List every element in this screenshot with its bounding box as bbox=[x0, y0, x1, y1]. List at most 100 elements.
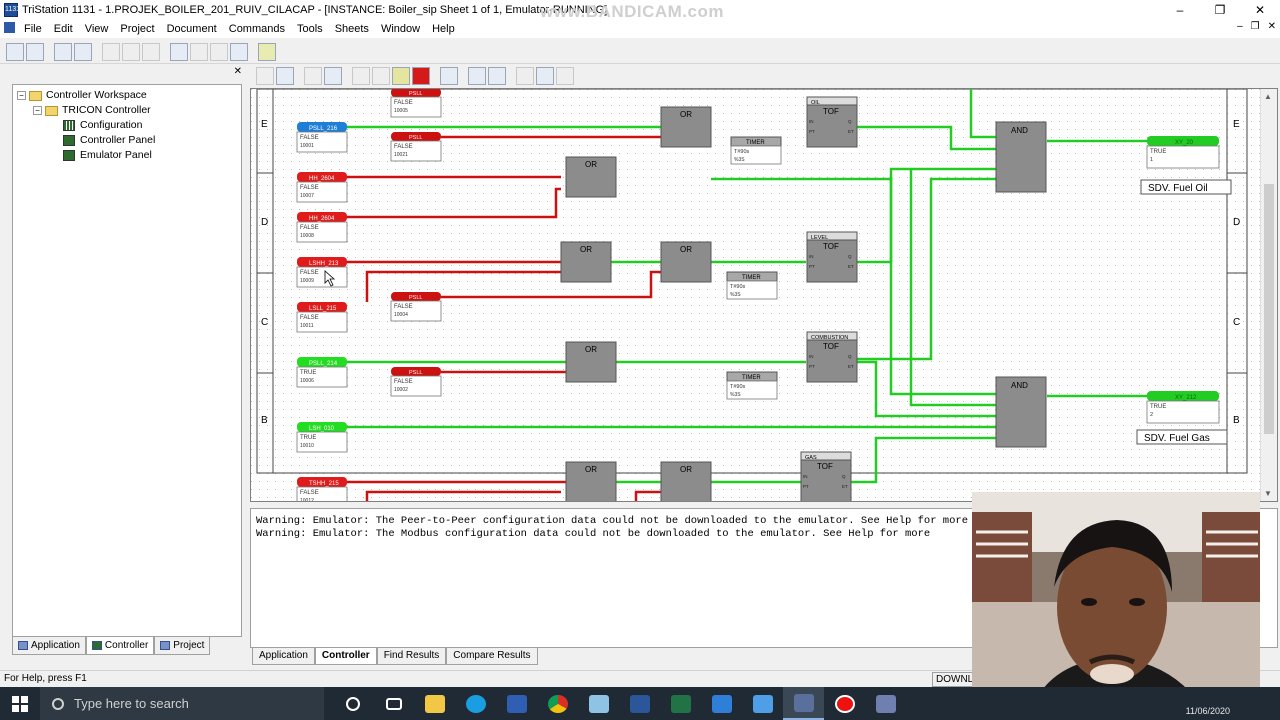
chrome-icon[interactable] bbox=[537, 687, 578, 720]
input-state: FALSE bbox=[300, 270, 319, 276]
edge-icon[interactable] bbox=[455, 687, 496, 720]
document-menu-icon[interactable] bbox=[0, 22, 18, 36]
tab-project[interactable]: Project bbox=[154, 637, 211, 655]
taskbar-search[interactable]: Type here to search bbox=[40, 687, 324, 720]
menu-help[interactable]: Help bbox=[432, 23, 455, 35]
bandicam-icon[interactable] bbox=[824, 687, 865, 720]
menu-tools[interactable]: Tools bbox=[297, 23, 323, 35]
tristation-icon[interactable] bbox=[783, 687, 824, 720]
close-panel-icon[interactable]: ✕ bbox=[233, 66, 242, 77]
sheet-row-label: D bbox=[261, 217, 268, 228]
build-icon[interactable] bbox=[230, 42, 248, 61]
timer-value-box bbox=[726, 280, 778, 300]
maximize-icon[interactable]: ❐ bbox=[1214, 3, 1226, 17]
tab-controller[interactable]: Controller bbox=[85, 637, 155, 655]
watch-icon[interactable] bbox=[324, 67, 342, 85]
previous-icon[interactable] bbox=[516, 67, 534, 85]
print-icon[interactable] bbox=[210, 42, 228, 61]
status-mode: DOWNL bbox=[932, 672, 978, 687]
tree-item-controller-workspace[interactable]: − Controller Workspace bbox=[13, 88, 241, 103]
mid-input-state: FALSE bbox=[394, 304, 413, 310]
task-view-icon[interactable] bbox=[373, 687, 414, 720]
compile-icon[interactable] bbox=[170, 42, 188, 61]
excel-icon[interactable] bbox=[660, 687, 701, 720]
cut-icon[interactable] bbox=[102, 42, 120, 61]
refresh-icon[interactable] bbox=[440, 67, 458, 85]
download-icon[interactable] bbox=[276, 67, 294, 85]
start-button[interactable] bbox=[0, 687, 40, 720]
visio-icon[interactable] bbox=[496, 687, 537, 720]
or-gate-2 bbox=[560, 241, 612, 283]
tree-item-controller-panel[interactable]: Controller Panel bbox=[13, 133, 241, 148]
table-icon[interactable] bbox=[54, 42, 72, 61]
photos-icon[interactable] bbox=[742, 687, 783, 720]
menu-document[interactable]: Document bbox=[166, 23, 217, 35]
halt-icon[interactable] bbox=[412, 67, 430, 85]
tree-item-tricon-controller[interactable]: − TRICON Controller bbox=[13, 103, 241, 118]
mdi-restore-icon[interactable]: ❐ bbox=[1250, 21, 1260, 32]
zoom-fit-icon[interactable] bbox=[488, 67, 506, 85]
output-label-box bbox=[1136, 429, 1228, 445]
input-tag-2 bbox=[297, 212, 347, 222]
run-icon[interactable] bbox=[352, 67, 370, 85]
paste-icon[interactable] bbox=[142, 42, 160, 61]
menu-sheets[interactable]: Sheets bbox=[334, 23, 369, 35]
next-icon[interactable] bbox=[556, 67, 574, 85]
tof-pin-in: IN bbox=[809, 119, 814, 124]
diagram-vertical-scrollbar[interactable]: ▲ ▼ bbox=[1260, 89, 1277, 501]
workspace-panel: ✕ − Controller Workspace − TRICON Contro… bbox=[3, 66, 245, 658]
library-icon[interactable] bbox=[74, 42, 92, 61]
input-tag-5 bbox=[297, 357, 347, 367]
explorer-icon[interactable] bbox=[414, 687, 455, 720]
rewind-icon[interactable] bbox=[256, 67, 274, 85]
mdi-minimize-icon[interactable]: – bbox=[1237, 21, 1243, 32]
zoom-icon[interactable] bbox=[468, 67, 486, 85]
cortana-icon[interactable] bbox=[332, 687, 373, 720]
collapse-icon[interactable]: − bbox=[33, 106, 42, 115]
mid-input-tag-2 bbox=[391, 292, 441, 301]
find-icon[interactable] bbox=[536, 67, 554, 85]
scroll-up-icon[interactable]: ▲ bbox=[1264, 92, 1272, 101]
tof-title-bar bbox=[806, 96, 858, 106]
tree-item-configuration[interactable]: Configuration bbox=[13, 118, 241, 133]
close-icon[interactable]: ✕ bbox=[1254, 3, 1266, 17]
and-gate-0 bbox=[995, 121, 1047, 193]
or-gate-label: OR bbox=[680, 110, 692, 119]
menu-file[interactable]: File bbox=[24, 23, 42, 35]
tab-application-messages[interactable]: Application bbox=[252, 648, 315, 665]
sheet-row-label: C bbox=[1233, 317, 1240, 328]
mid-input-tag-3 bbox=[391, 367, 441, 376]
emulator-icon[interactable] bbox=[865, 687, 906, 720]
tab-controller-messages[interactable]: Controller bbox=[314, 648, 377, 665]
vscode-icon[interactable] bbox=[701, 687, 742, 720]
tree-item-emulator-panel[interactable]: Emulator Panel bbox=[13, 148, 241, 163]
pause-icon[interactable] bbox=[392, 67, 410, 85]
tab-application[interactable]: Application bbox=[12, 637, 86, 655]
mdi-close-icon[interactable]: ✕ bbox=[1267, 21, 1276, 32]
menu-edit[interactable]: Edit bbox=[53, 23, 73, 35]
open-project-icon[interactable] bbox=[26, 42, 44, 61]
timer-value: T#90s bbox=[730, 284, 746, 290]
scroll-down-icon[interactable]: ▼ bbox=[1264, 489, 1272, 498]
step-icon[interactable] bbox=[304, 67, 322, 85]
word-icon[interactable] bbox=[619, 687, 660, 720]
collapse-icon[interactable]: − bbox=[17, 91, 26, 100]
input-address: 10009 bbox=[300, 278, 314, 284]
menu-commands[interactable]: Commands bbox=[228, 23, 285, 35]
tab-compare-results[interactable]: Compare Results bbox=[446, 648, 538, 665]
menu-project[interactable]: Project bbox=[120, 23, 155, 35]
menu-window[interactable]: Window bbox=[380, 23, 421, 35]
single-scan-icon[interactable] bbox=[372, 67, 390, 85]
connect-icon[interactable] bbox=[258, 42, 276, 61]
minimize-icon[interactable]: – bbox=[1176, 3, 1184, 17]
output-tag-0 bbox=[1147, 136, 1219, 146]
scroll-thumb[interactable] bbox=[1264, 184, 1274, 434]
copy-icon[interactable] bbox=[122, 42, 140, 61]
notepad-icon[interactable] bbox=[578, 687, 619, 720]
new-project-icon[interactable] bbox=[6, 42, 24, 61]
save-icon[interactable] bbox=[190, 42, 208, 61]
menu-view[interactable]: View bbox=[84, 23, 109, 35]
tab-find-results[interactable]: Find Results bbox=[376, 648, 447, 665]
